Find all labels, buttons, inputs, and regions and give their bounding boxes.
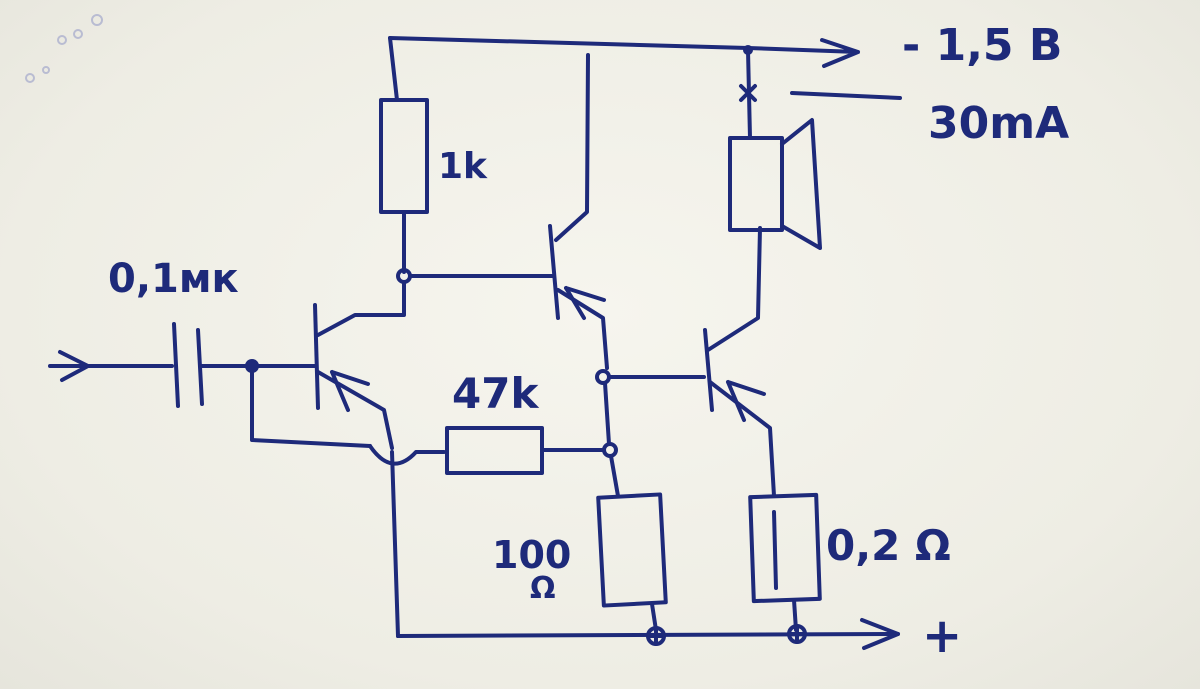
r-emitter-unit-label: Ω <box>530 571 556 606</box>
q3-collector <box>706 226 762 352</box>
r-emitter-number-label: 100 <box>492 533 571 577</box>
wire-bias-loop <box>250 364 372 448</box>
resistor-47k <box>445 426 544 475</box>
speaker-cone <box>780 118 822 250</box>
q1-collector <box>316 280 406 337</box>
paper-marks <box>25 14 103 83</box>
q2-emitter-arrow <box>564 286 606 320</box>
input-arrow <box>58 350 90 382</box>
resistor-100 <box>596 492 668 608</box>
resistor-1k <box>379 98 429 214</box>
wire-speaker-top <box>746 48 752 140</box>
r-collector-label: 1k <box>438 146 488 187</box>
wire-1k-top <box>388 36 399 102</box>
q2-base-bar <box>548 224 560 320</box>
wire-100-bottom <box>650 602 658 632</box>
supply-current-label: 30mA <box>928 98 1069 149</box>
ground-plus-label: + <box>922 608 962 664</box>
supply-voltage-label: - 1,5 B <box>902 20 1062 71</box>
q2-collector-wire <box>554 53 590 242</box>
node-ground-0-2-cross <box>787 624 807 644</box>
wire-100-top <box>609 454 620 498</box>
wire-ground-left <box>390 450 400 638</box>
capacitor-label: 0,1мк <box>108 256 239 302</box>
r-output-label: 0,2 Ω <box>826 521 951 570</box>
q3-emitter-arrow <box>726 380 766 422</box>
q1-emitter-arrow <box>330 370 370 412</box>
ground-rail-arrow <box>860 618 900 650</box>
resistor-0-2 <box>748 492 822 604</box>
r-feedback-label: 47k <box>452 369 539 418</box>
node-47k-right <box>602 442 618 458</box>
capacitor-plate-2 <box>196 328 204 406</box>
q1-base-bar <box>313 303 320 410</box>
capacitor-plate-1 <box>172 322 180 408</box>
current-pointer-line <box>790 91 902 100</box>
q3-emitter <box>708 380 776 498</box>
supply-rail-arrow <box>746 38 860 68</box>
node-ground-100-cross <box>646 626 666 646</box>
wire-crossover-hop <box>368 444 446 466</box>
q2-emitter <box>556 288 609 370</box>
q1-emitter <box>316 370 394 450</box>
resistor-0-2-inner <box>772 510 778 590</box>
supply-rail-top <box>388 36 750 50</box>
wire-q2e-to-47k <box>603 381 611 446</box>
q3-base-bar <box>703 328 714 412</box>
speaker-coil <box>728 136 784 232</box>
